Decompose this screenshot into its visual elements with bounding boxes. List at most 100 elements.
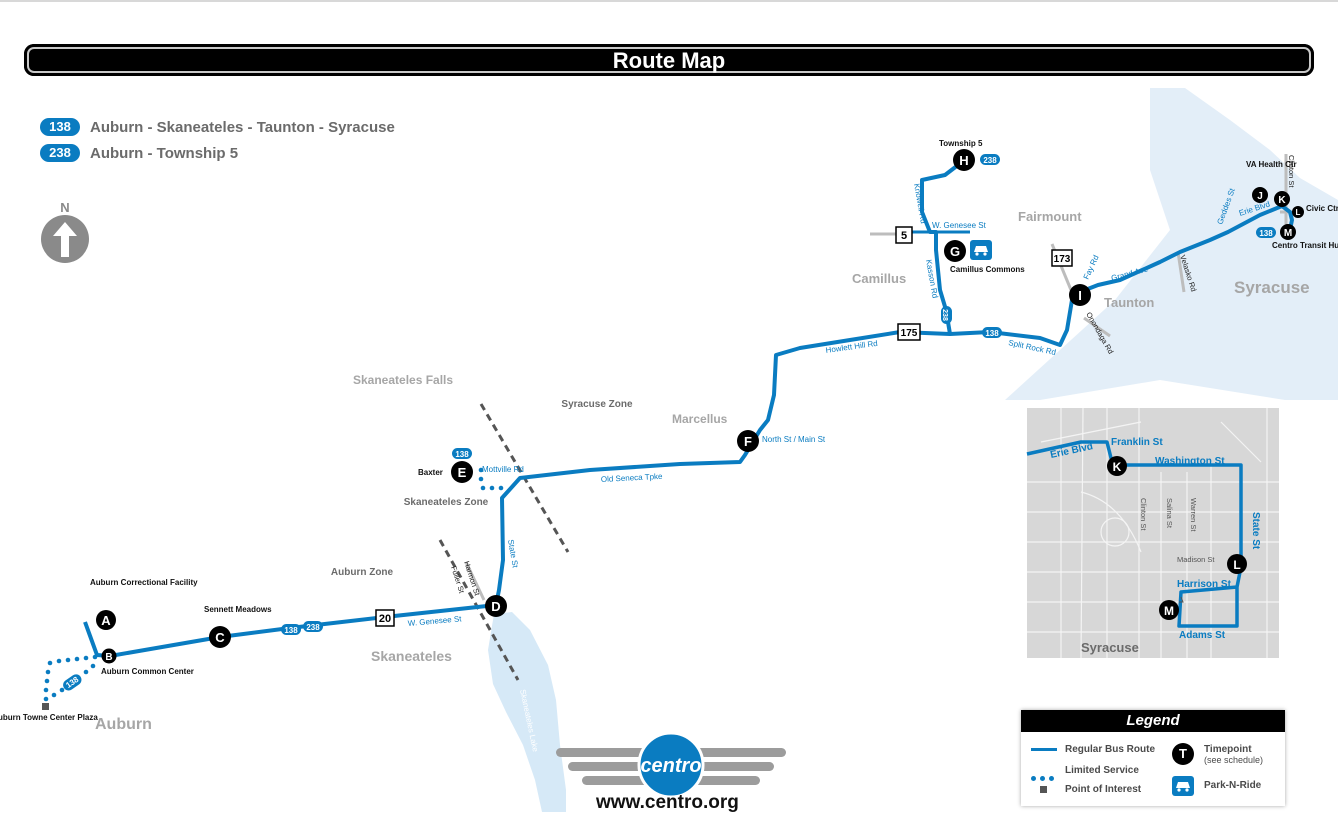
website-url[interactable]: www.centro.org [596,792,739,813]
svg-text:H: H [959,153,968,168]
svg-text:D: D [491,599,500,614]
timepoint-F[interactable]: F [737,430,759,452]
inset-street-label: Harrison St [1177,579,1232,590]
street-label: North St / Main St [762,435,826,444]
svg-text:B: B [105,652,112,663]
timepoint-label: Centro Transit Hub [1272,241,1338,250]
inset-street-label: Adams St [1179,630,1226,641]
place-marcellus: Marcellus [672,412,728,426]
timepoint-label: Civic Ctr [1306,204,1338,213]
route-tag-138: 138 [1256,227,1276,238]
inset-title: Syracuse [1081,640,1139,655]
timepoint-H[interactable]: H [953,149,975,171]
inset-stop-K[interactable]: K [1107,456,1127,476]
inset-street-label: Franklin St [1111,437,1163,448]
street-label: Harmon St [462,560,482,598]
svg-text:L: L [1233,558,1240,572]
legend-timepoint-icon: T [1172,743,1194,765]
centro-logo: centro [556,731,786,799]
inset-street-grid [1027,407,1279,659]
street-label: State St [506,539,520,569]
svg-text:N: N [60,200,69,215]
timepoint-label: Sennett Meadows [204,605,272,614]
svg-text:J: J [1257,191,1263,202]
timepoint-K[interactable]: K [1274,191,1290,207]
street-label: Old Seneca Tpke [601,472,664,484]
zone-divider [438,539,520,681]
timepoint-label: Camillus Commons [950,265,1025,274]
inset-street-label: Clinton St [1139,498,1148,531]
street-label: W. Genesee St [932,221,987,230]
timepoint-J[interactable]: J [1252,187,1268,203]
route-badge: 238 [40,144,80,162]
street-label: Fuller St [449,565,466,595]
minor-roads [464,154,1296,601]
route-tag-138: 138 [982,327,1002,338]
timepoint-M[interactable]: M [1280,224,1296,240]
inset-map: Erie Blvd Franklin St Washington St Stat… [1021,402,1285,664]
place-fairmount: Fairmount [1018,209,1082,224]
place-skaneateles-falls: Skaneateles Falls [353,373,453,387]
svg-text:175: 175 [901,328,918,339]
place-auburn: Auburn [95,716,152,733]
svg-text:C: C [215,630,225,645]
timepoint-A[interactable]: A [96,610,116,630]
svg-text:M: M [1284,228,1292,239]
shield-ny5: 5 [895,226,913,244]
legend-park-n-ride-icon [1172,776,1194,796]
route-tag-238: 238 [303,621,323,632]
inset-street-label: Warren St [1189,498,1198,532]
zone-labels: Auburn Zone Skaneateles Zone Syracuse Zo… [331,399,633,578]
svg-text:E: E [458,465,467,480]
timepoint-L[interactable]: L [1292,206,1304,218]
timepoint-label: Baxter [418,468,443,477]
timepoint-label: VA Health Ctr [1246,160,1297,169]
legend-poi: Point of Interest [1065,784,1142,795]
timepoint-C[interactable]: C [209,626,231,648]
shield-ny175: 175 [897,323,921,341]
top-border [0,0,1338,2]
inset-street-label: Madison St [1177,555,1215,564]
legend-title: Legend [1021,710,1285,732]
route-tag-138: 138 [63,674,82,691]
svg-text:5: 5 [901,230,907,242]
timepoint-I[interactable]: I [1069,284,1091,306]
inset-stop-M[interactable]: M [1159,600,1179,620]
legend-dots-swatch [1031,768,1054,786]
svg-text:138: 138 [1259,229,1273,238]
svg-text:K: K [1113,460,1122,474]
timepoint-E[interactable]: E [451,461,473,483]
svg-text:238: 238 [306,623,320,632]
poi-marker [42,703,49,710]
street-label: Fay Rd [1082,254,1101,281]
inset-street-label: Salina St [1165,498,1174,529]
shield-us20: 20 [375,609,395,627]
timepoint-G[interactable]: G [944,240,966,262]
place-labels: Auburn Skaneateles Skaneateles Falls Mar… [95,209,1310,733]
legend-park-n-ride: Park-N-Ride [1204,780,1262,791]
svg-text:A: A [101,613,111,628]
svg-text:138: 138 [455,450,469,459]
svg-text:238: 238 [983,156,997,165]
zone-syracuse: Syracuse Zone [561,399,633,410]
svg-text:238: 238 [941,309,948,321]
inset-stop-L[interactable]: L [1227,554,1247,574]
svg-text:20: 20 [379,613,391,625]
place-syracuse: Syracuse [1234,278,1310,297]
logo-text: centro [640,755,701,777]
svg-text:138: 138 [985,329,999,338]
legend-timepoint-sub: (see schedule) [1204,755,1264,765]
svg-text:138: 138 [284,626,298,635]
legend-regular: Regular Bus Route [1065,744,1156,755]
svg-text:I: I [1078,288,1082,303]
inset-route [1026,440,1243,628]
svg-text:M: M [1164,604,1174,618]
route-tag-138: 138 [281,624,301,635]
svg-text:173: 173 [1054,254,1071,265]
timepoint-label: Auburn Common Center [101,667,194,676]
timepoint-B[interactable]: B [101,648,117,664]
timepoint-D[interactable]: D [485,595,507,617]
route-name: Auburn - Skaneateles - Taunton - Syracus… [90,118,395,136]
place-taunton: Taunton [1104,295,1154,310]
